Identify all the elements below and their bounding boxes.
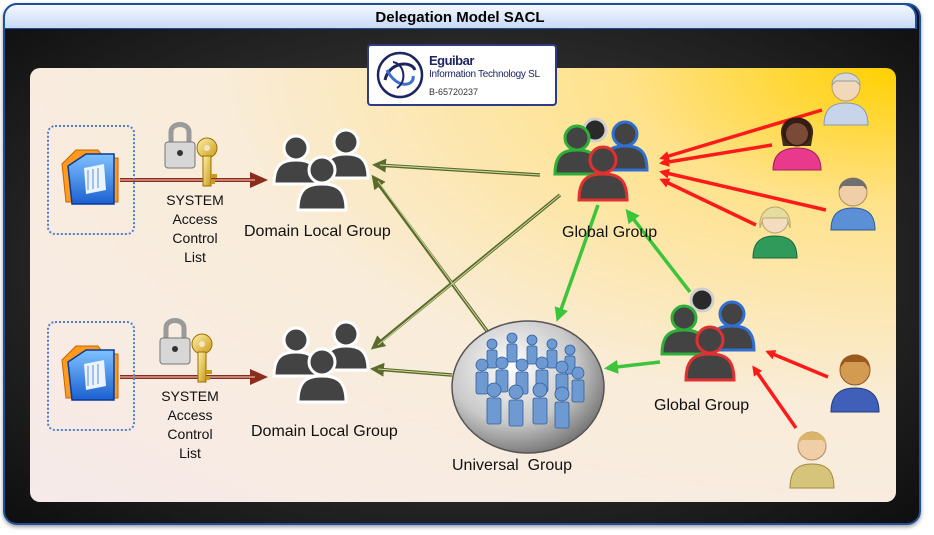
arrow-global-bottom-to-universal — [604, 359, 661, 374]
folder-icon — [61, 149, 119, 205]
arrow-user3-to-global — [659, 168, 827, 212]
sacl-line: Control — [167, 426, 213, 442]
logo-mark-icon — [376, 51, 424, 99]
sacl-line: Control — [172, 230, 218, 246]
universal-group-icon — [451, 320, 605, 454]
sacl-line: Access — [167, 407, 213, 423]
domain-local-group-bottom-label: Domain Local Group — [251, 423, 398, 440]
arrow-global-to-universal — [554, 204, 600, 322]
user-avatar-icon — [789, 431, 835, 489]
logo-company: Information Technology SL — [429, 69, 540, 80]
user-avatar-icon — [830, 354, 880, 413]
green-arrows — [554, 204, 692, 374]
user-avatar-icon — [830, 177, 876, 231]
sacl-line: Access — [172, 211, 218, 227]
sacl-label-top: SYSTEM Access Control List — [155, 191, 235, 267]
lock-key-icon — [164, 122, 218, 187]
domain-local-group-bottom-icon — [272, 320, 370, 404]
company-logo: Eguibar Information Technology SL B-6572… — [367, 44, 557, 106]
arrow-user4-to-global — [659, 178, 757, 227]
lock-key-icon — [159, 318, 213, 383]
logo-code: B-65720237 — [429, 87, 479, 97]
diagram-title: Delegation Model SACL — [3, 3, 917, 29]
arrow-global-bottom-to-global-top — [625, 208, 692, 294]
sacl-line: SYSTEM — [161, 388, 219, 404]
sacl-label-bottom: SYSTEM Access Control List — [150, 387, 230, 463]
global-group-top-label: Global Group — [562, 224, 658, 241]
user-avatar-icon — [752, 206, 798, 259]
logo-name: Eguibar — [429, 53, 474, 68]
user-avatar-icon — [823, 72, 869, 126]
universal-group-label: Universal Group — [452, 457, 573, 474]
arrow-user5-to-global — [765, 350, 829, 379]
resource-box-top — [47, 125, 135, 235]
user-avatar-icon — [772, 117, 822, 171]
resource-box-bottom — [47, 321, 135, 431]
sacl-line: SYSTEM — [166, 192, 224, 208]
global-group-top-icon — [553, 117, 649, 202]
folder-icon — [61, 345, 119, 401]
diagram-panel — [30, 68, 896, 502]
domain-local-group-top-icon — [272, 128, 370, 212]
arrow-user2-to-global — [659, 143, 773, 167]
domain-local-group-top-label: Domain Local Group — [244, 223, 391, 240]
arrow-user6-to-global — [752, 365, 798, 430]
sacl-line: List — [184, 249, 206, 265]
sacl-line: List — [179, 445, 201, 461]
global-group-bottom-icon — [660, 287, 756, 382]
global-group-bottom-label: Global Group — [654, 397, 750, 414]
